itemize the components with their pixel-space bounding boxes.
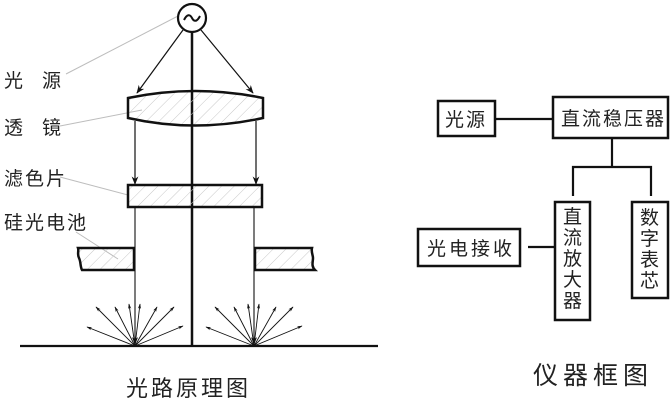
scatter-ray xyxy=(214,306,255,347)
scatter-fan-right xyxy=(205,303,303,347)
color-filter xyxy=(126,183,264,209)
ray-source-left xyxy=(136,29,184,94)
block-digital-meter-char: 数 xyxy=(640,207,659,229)
scatter-ray xyxy=(253,325,303,347)
instrument-block-diagram: 光源 直流稳压器 光电接收 直 流 放 大 器 数 字 表 芯 xyxy=(416,95,670,390)
block-dc-amplifier-char: 器 xyxy=(563,290,582,312)
block-dc-regulator-label: 直流稳压器 xyxy=(561,108,666,130)
label-silicon-cell: 硅光电池 xyxy=(4,212,88,234)
label-lens: 透 镜 xyxy=(4,117,61,139)
block-photo-receiver: 光电接收 xyxy=(416,227,522,268)
block-dc-amplifier-char: 大 xyxy=(563,269,582,291)
scatter-ray xyxy=(134,306,158,347)
scatter-ray xyxy=(134,325,184,347)
scatter-ray xyxy=(247,303,255,347)
lens xyxy=(126,89,265,127)
block-digital-meter: 数 字 表 芯 xyxy=(630,200,670,300)
scatter-ray xyxy=(134,303,142,347)
block-digital-meter-char: 芯 xyxy=(640,270,659,292)
leader-filter xyxy=(59,176,129,196)
optical-path-diagram: 光 源 透 镜 滤色片 硅光电池 光路原理图 xyxy=(4,2,378,401)
leader-light-source xyxy=(65,15,179,75)
block-digital-meter-char: 字 xyxy=(640,228,659,250)
light-source xyxy=(176,2,208,34)
label-filter: 滤色片 xyxy=(4,168,67,190)
connector-bracket xyxy=(571,165,653,196)
block-diagram-title: 仪器框图 xyxy=(533,361,653,390)
scatter-ray xyxy=(233,306,255,347)
block-dc-regulator: 直流稳压器 xyxy=(551,95,670,140)
silicon-cell-left xyxy=(76,246,136,272)
scatter-ray xyxy=(205,326,255,347)
block-light-source-label: 光源 xyxy=(445,109,487,131)
ray-source-right xyxy=(200,29,254,94)
scatter-ray xyxy=(128,303,136,347)
block-digital-meter-char: 表 xyxy=(640,249,659,271)
block-dc-amplifier: 直 流 放 大 器 xyxy=(553,200,592,322)
silicon-cell-right xyxy=(253,246,319,272)
scatter-ray xyxy=(134,306,175,347)
block-photo-receiver-label: 光电接收 xyxy=(427,238,515,260)
ac-symbol-icon xyxy=(183,14,201,22)
scatter-ray xyxy=(114,306,136,347)
block-dc-amplifier-char: 放 xyxy=(563,248,582,270)
scatter-ray xyxy=(253,306,294,347)
scatter-ray xyxy=(95,306,136,347)
label-light-source: 光 源 xyxy=(4,70,61,92)
block-dc-amplifier-char: 直 xyxy=(563,206,582,228)
scatter-ray xyxy=(253,306,277,347)
optical-diagram-title: 光路原理图 xyxy=(126,377,251,401)
scatter-fan-left xyxy=(86,303,184,347)
scatter-ray xyxy=(86,326,136,347)
block-light-source: 光源 xyxy=(436,99,497,138)
block-dc-amplifier-char: 流 xyxy=(563,227,582,249)
scatter-ray xyxy=(253,303,261,347)
